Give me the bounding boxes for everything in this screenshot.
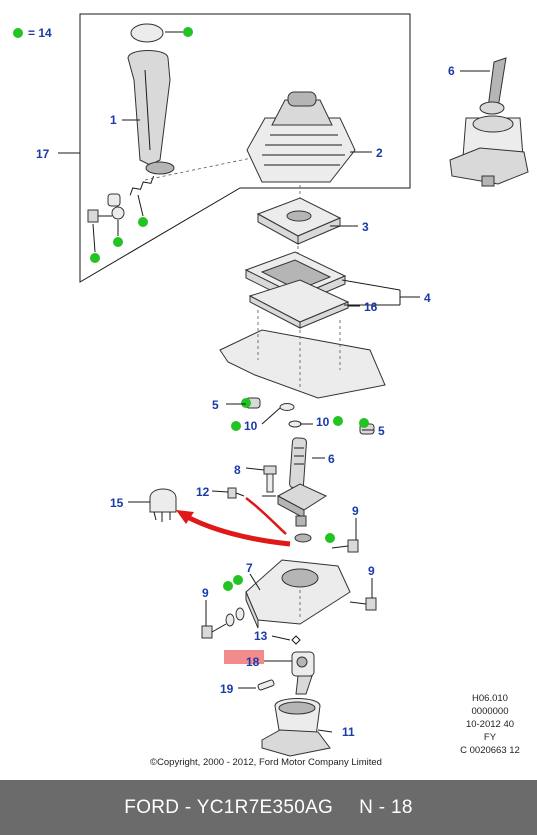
callout-1: 1 xyxy=(110,113,117,127)
legend-equals-14: = 14 xyxy=(28,26,52,40)
shift-lever xyxy=(276,437,328,527)
bolt-9-right-upper xyxy=(331,539,359,553)
marker-dot-bushing xyxy=(325,533,335,543)
marker-dot-washer xyxy=(113,237,123,247)
ref-code-2: 0000000 xyxy=(472,706,509,717)
callout-9-left: 9 xyxy=(202,586,209,600)
washer-left-b xyxy=(235,607,245,621)
lever-cap xyxy=(149,488,177,522)
footer-part-label: FORD - YC1R7E350AG xyxy=(124,796,334,818)
callout-19: 19 xyxy=(220,682,234,696)
callout-9-upper: 9 xyxy=(352,504,359,518)
marker-dot-bolt xyxy=(90,253,100,263)
callout-11: 11 xyxy=(342,725,355,739)
callout-10-left: 10 xyxy=(244,419,258,433)
pin-19 xyxy=(257,679,275,691)
marker-dot-spring xyxy=(138,217,148,227)
ref-code-1: H06.010 xyxy=(472,693,508,704)
footer-bar: FORD - YC1R7E350AG N - 18 xyxy=(0,780,537,835)
bushing xyxy=(294,533,312,543)
gear-knob xyxy=(127,23,175,175)
spring-bolt-group xyxy=(87,175,155,223)
marker-dot-left-a xyxy=(223,581,233,591)
red-arrow-thick xyxy=(180,511,291,547)
shifter-assembly-overview xyxy=(449,57,529,187)
callout-17: 17 xyxy=(36,147,50,161)
bolt-9-left xyxy=(201,623,227,639)
marker-dot-left-b xyxy=(233,575,243,585)
marker-dot-nut-left xyxy=(241,398,251,408)
callout-12: 12 xyxy=(196,485,210,499)
callout-18: 18 xyxy=(246,655,260,669)
red-arrow-thin xyxy=(245,497,287,535)
clip-13 xyxy=(291,635,301,645)
callout-8: 8 xyxy=(234,463,241,477)
ref-code-5: C 0020663 12 xyxy=(460,745,520,756)
seal-plate xyxy=(256,197,342,245)
callout-15: 15 xyxy=(110,496,124,510)
callout-7: 7 xyxy=(246,561,253,575)
floor-panel xyxy=(219,310,386,399)
ref-code-4: FY xyxy=(484,732,497,743)
washer-left-a xyxy=(225,613,235,627)
marker-dot-knob-cap xyxy=(183,27,193,37)
gear-gaiter xyxy=(246,91,356,183)
callout-5-left: 5 xyxy=(212,398,219,412)
exploded-parts-diagram: = 14 xyxy=(13,13,529,768)
callout-5-right: 5 xyxy=(378,424,385,438)
selector-block xyxy=(291,651,315,695)
callout-9-right: 9 xyxy=(368,564,375,578)
washer-lower xyxy=(288,420,302,428)
bolt-8 xyxy=(263,465,277,493)
bolt-9-right-lower xyxy=(349,597,377,611)
red-arrowhead xyxy=(176,510,194,524)
trim-frames xyxy=(244,251,350,329)
highlight-18 xyxy=(224,650,264,664)
copyright-notice: ©Copyright, 2000 - 2012, Ford Motor Comp… xyxy=(150,757,382,768)
footer-page-label: N - 18 xyxy=(359,796,413,818)
lever-housing xyxy=(245,559,351,629)
ref-code-3: 10-2012 40 xyxy=(466,719,514,730)
marker-dot-nut-right xyxy=(359,418,369,428)
marker-dot-washer-a xyxy=(231,421,241,431)
callout-2: 2 xyxy=(376,146,383,160)
legend-green-dot xyxy=(13,28,23,38)
callout-16: 16 xyxy=(364,300,378,314)
callout-3: 3 xyxy=(362,220,369,234)
callout-6-lever: 6 xyxy=(328,452,335,466)
marker-dot-washer-b xyxy=(333,416,343,426)
callout-13: 13 xyxy=(254,629,268,643)
screw-12 xyxy=(227,487,245,499)
inset-frame xyxy=(79,13,411,283)
washer-upper xyxy=(279,403,295,411)
callout-4: 4 xyxy=(424,291,431,305)
callout-10-right: 10 xyxy=(316,415,330,429)
selector-base xyxy=(261,698,331,757)
callout-6-top: 6 xyxy=(448,64,455,78)
